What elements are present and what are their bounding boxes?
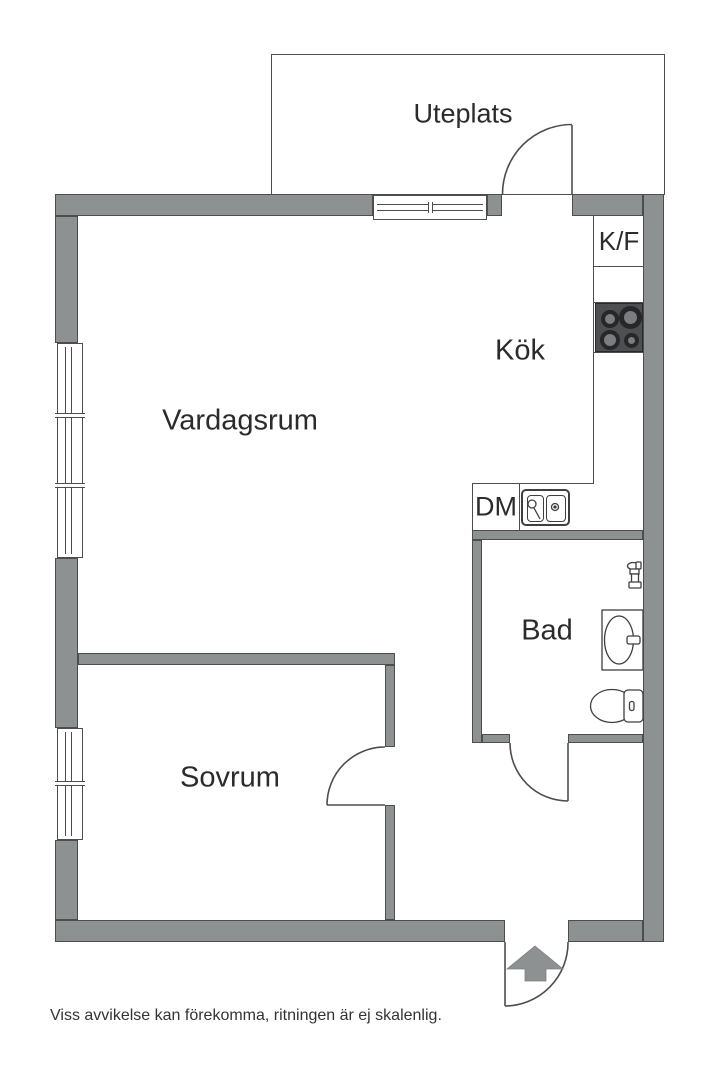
window-uteplats-icon [373, 195, 487, 220]
room-label-bad: Bad [521, 614, 573, 647]
counter-divider-dm [519, 483, 520, 530]
sink-basin-right [546, 495, 566, 522]
wall-left-upper [55, 216, 78, 343]
toilet-icon [589, 688, 644, 724]
stove-icon [595, 303, 643, 352]
bad-door-swing-icon [509, 742, 569, 802]
wall-top-left [55, 194, 373, 216]
wall-left-lower [55, 840, 78, 920]
room-label-uteplats: Uteplats [413, 98, 513, 129]
entrance-door-swing-icon [504, 941, 569, 1007]
burner-icon [619, 306, 642, 329]
window-divider [428, 202, 433, 213]
uteplats-boundary [271, 54, 665, 195]
burner-icon [624, 333, 639, 348]
sink-basin-left [527, 495, 544, 522]
counter-divider-stove-top [594, 302, 643, 303]
entrance-arrow-icon [505, 945, 565, 982]
sovrum-door-swing-icon [326, 746, 386, 806]
washbasin-icon [601, 609, 644, 671]
counter-divider-kf [594, 266, 643, 267]
counter-edge-dm-left [472, 483, 473, 530]
shower-tap-icon [626, 561, 642, 589]
burner-icon [600, 330, 620, 350]
room-label-sovrum: Sovrum [180, 761, 280, 794]
wall-right [643, 194, 664, 942]
wall-bad-left [472, 540, 482, 743]
window-sovrum-icon [55, 728, 85, 840]
wall-left-middle [55, 558, 78, 728]
wall-sovrum-right-upper [385, 665, 395, 747]
wall-bad-bottom-right [568, 734, 643, 743]
kitchen-sink-icon [521, 489, 570, 526]
counter-edge-left [593, 216, 594, 483]
burner-icon [601, 310, 619, 328]
appliance-label-dishwasher: DM [475, 491, 517, 522]
wall-bottom-right [568, 920, 643, 942]
wall-top-door-jamb [487, 194, 502, 216]
disclaimer-text: Viss avvikelse kan förekomma, ritningen … [50, 1007, 442, 1024]
room-label-kok: Kök [495, 334, 545, 367]
room-label-vardagsrum: Vardagsrum [162, 404, 318, 437]
wall-bad-bottom-left [482, 734, 510, 743]
window-glass [377, 202, 483, 213]
wall-sovrum-top [78, 653, 395, 665]
window-divider [55, 413, 85, 418]
window-divider [55, 781, 85, 786]
window-divider [55, 483, 85, 488]
wall-sovrum-right-lower [385, 805, 395, 920]
window-vardagsrum-icon [55, 343, 85, 558]
counter-edge-top [472, 483, 594, 484]
appliance-label-fridge-freezer: K/F [598, 226, 640, 256]
wall-bottom-left [55, 920, 505, 942]
wall-bad-top [472, 530, 643, 540]
wall-top-right [572, 194, 643, 216]
window-glass [65, 347, 72, 554]
counter-divider-stove-bottom [594, 352, 643, 353]
